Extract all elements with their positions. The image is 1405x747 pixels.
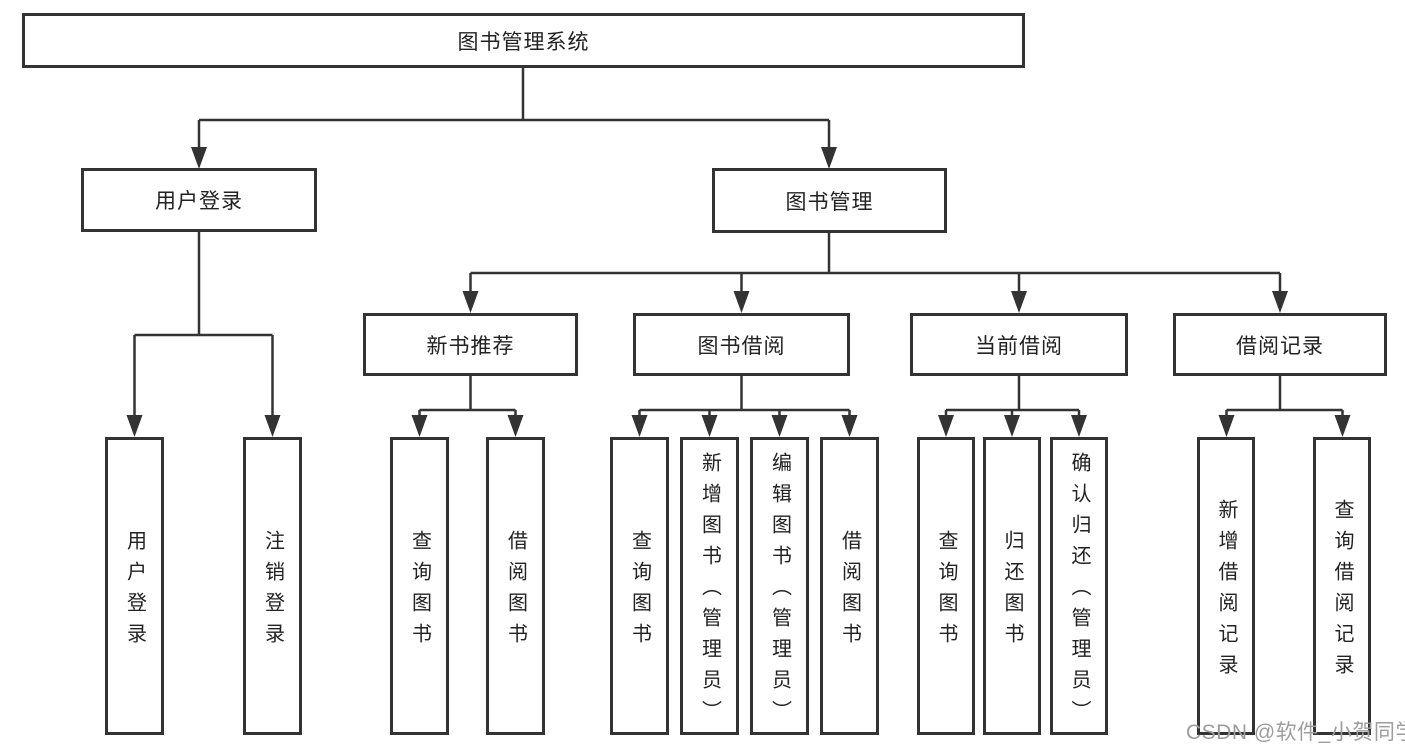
arrowhead	[938, 415, 954, 437]
connector-borrow-records	[1225, 376, 1344, 418]
connector-current-borrow	[944, 376, 1081, 418]
arrowhead	[733, 291, 750, 313]
leaf-user-login: 用户登录	[105, 437, 164, 735]
arrowhead	[191, 147, 207, 169]
leaf-logout-label: 注销登录	[261, 529, 284, 654]
leaf-query-borrow-record: 查询借阅记录	[1313, 437, 1371, 735]
arrowhead	[1071, 415, 1087, 437]
leaf-confirm-return-admin-label: 确认归还（管理员）	[1068, 452, 1090, 731]
arrowhead	[771, 415, 788, 437]
leaf-confirm-return-admin: 确认归还（管理员）	[1050, 437, 1108, 735]
connector-root	[197, 68, 831, 150]
leaf-current-query-book: 查询图书	[917, 437, 975, 735]
leaf-logout: 注销登录	[243, 437, 302, 735]
arrowhead	[462, 291, 479, 313]
arrowhead	[264, 415, 281, 437]
leaf-borrow-query-book-label: 查询图书	[628, 529, 651, 654]
arrowhead	[631, 415, 648, 437]
arrowhead	[821, 147, 837, 169]
leaf-borrow-query-book: 查询图书	[610, 437, 669, 735]
leaf-edit-book-admin-label: 编辑图书（管理员）	[768, 452, 791, 731]
node-new-book-recommend-label: 新书推荐	[426, 334, 515, 358]
arrowheads	[126, 147, 1351, 437]
node-borrow-records: 借阅记录	[1173, 313, 1387, 376]
arrowhead	[507, 415, 524, 437]
arrowhead	[126, 415, 143, 437]
leaf-recommend-borrow-book-label: 借阅图书	[504, 529, 527, 654]
arrowhead	[411, 415, 428, 437]
node-book-management-label: 图书管理	[785, 190, 874, 214]
leaf-edit-book-admin: 编辑图书（管理员）	[750, 437, 809, 735]
node-current-borrow-label: 当前借阅	[975, 334, 1063, 358]
leaf-return-book: 归还图书	[983, 437, 1041, 735]
leaf-add-book-admin: 新增图书（管理员）	[680, 437, 739, 735]
node-book-borrow-label: 图书借阅	[697, 334, 786, 358]
leaf-user-login-label: 用户登录	[123, 529, 146, 654]
connector-book-management	[469, 233, 1282, 294]
node-book-borrow: 图书借阅	[633, 313, 850, 376]
arrowhead	[1218, 415, 1235, 437]
arrowhead	[1011, 291, 1027, 313]
connector-book-borrow	[638, 376, 851, 418]
leaf-return-book-label: 归还图书	[1001, 529, 1023, 654]
arrowhead	[841, 415, 858, 437]
arrowhead	[1004, 415, 1020, 437]
leaf-recommend-query-book: 查询图书	[390, 437, 449, 735]
leaf-borrow-book: 借阅图书	[820, 437, 879, 735]
leaf-add-borrow-record-label: 新增借阅记录	[1215, 498, 1237, 685]
connector-new-book-recommend	[418, 376, 517, 418]
leaf-add-book-admin-label: 新增图书（管理员）	[698, 452, 721, 731]
arrowhead	[1334, 415, 1351, 437]
node-user-login: 用户登录	[81, 168, 317, 232]
node-book-management: 图书管理	[712, 168, 947, 233]
node-borrow-records-label: 借阅记录	[1236, 334, 1324, 358]
leaf-current-query-book-label: 查询图书	[935, 529, 957, 654]
arrowhead	[701, 415, 718, 437]
node-current-borrow: 当前借阅	[910, 313, 1128, 376]
node-root: 图书管理系统	[22, 13, 1025, 68]
leaf-query-borrow-record-label: 查询借阅记录	[1331, 498, 1353, 685]
connector-user-login	[133, 232, 274, 418]
node-user-login-label: 用户登录	[155, 190, 243, 213]
node-new-book-recommend: 新书推荐	[363, 313, 578, 376]
csdn-watermark: CSDN @软件_小贺同学	[1186, 721, 1405, 744]
leaf-recommend-borrow-book: 借阅图书	[486, 437, 545, 735]
leaf-recommend-query-book-label: 查询图书	[408, 529, 431, 654]
arrowhead	[1272, 291, 1288, 313]
node-root-label: 图书管理系统	[457, 30, 590, 54]
leaf-add-borrow-record: 新增借阅记录	[1197, 437, 1255, 735]
leaf-borrow-book-label: 借阅图书	[838, 529, 861, 654]
